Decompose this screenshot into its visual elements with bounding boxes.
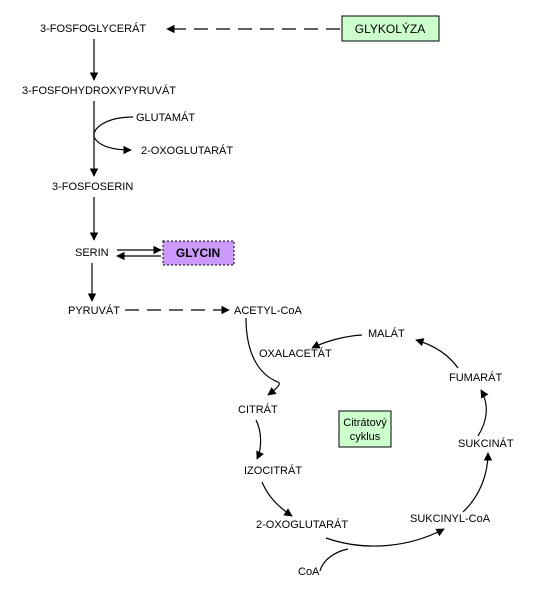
coa-label: CoA — [298, 566, 320, 578]
serine-label: SERIN — [75, 247, 109, 259]
pyruvate-label: PYRUVÁT — [68, 304, 120, 317]
succinate-label: SUKCINÁT — [458, 437, 514, 450]
arrow-oxoglutarate-to-succinyl-coa — [325, 528, 445, 547]
arrow-isocitrate-to-oxoglutarate — [261, 481, 293, 517]
phosphoglycerate-label: 3-FOSFOGLYCERÁT — [40, 22, 146, 35]
oxoglutarate-top-label: 2-OXOGLUTARÁT — [141, 144, 233, 157]
arrow-glutamate-to-oxoglutarate — [93, 116, 134, 155]
oxoglutarate-bottom-label: 2-OXOGLUTARÁT — [256, 518, 348, 531]
citric-cycle-box — [338, 410, 392, 448]
malate-label: MALÁT — [368, 327, 405, 340]
glycine-label: GLYCIN — [176, 246, 220, 260]
arrow-succinate-to-fumarate — [477, 389, 489, 437]
isocitrate-label: IZOCITRÁT — [244, 464, 302, 477]
phosphoserine-label: 3-FOSFOSERIN — [52, 181, 133, 193]
fumarate-label: FUMARÁT — [449, 371, 502, 384]
oxaloacetate-label: OXALACETÁT — [259, 347, 332, 360]
glycolysis-label: GLYKOLÝZA — [355, 21, 425, 36]
glutamate-label: GLUTAMÁT — [136, 111, 195, 124]
coa-release-curve — [319, 548, 349, 572]
succinyl-coa-label: SUKCINYL-CoA — [410, 513, 491, 525]
phosphohydroxypyruvate-label: 3-FOSFOHYDROXYPYRUVÁT — [22, 84, 176, 97]
arrow-citrate-to-isocitrate — [255, 419, 264, 460]
arrow-succinyl-coa-to-succinate — [462, 452, 493, 513]
glycine-box — [162, 240, 235, 266]
acetyl-coa-label: ACETYL-CoA — [234, 305, 303, 317]
glycolysis-box — [341, 15, 440, 42]
citric-cycle-label-2: cyklus — [350, 431, 381, 443]
citrate-label: CITRÁT — [238, 403, 278, 416]
arrow-malate-to-oxaloacetate — [311, 334, 363, 349]
arrow-fumarate-to-malate — [415, 338, 459, 369]
citric-cycle-label-1: Citrátový — [343, 417, 387, 429]
arrow-acetyl-coa-to-citrate — [245, 317, 280, 396]
